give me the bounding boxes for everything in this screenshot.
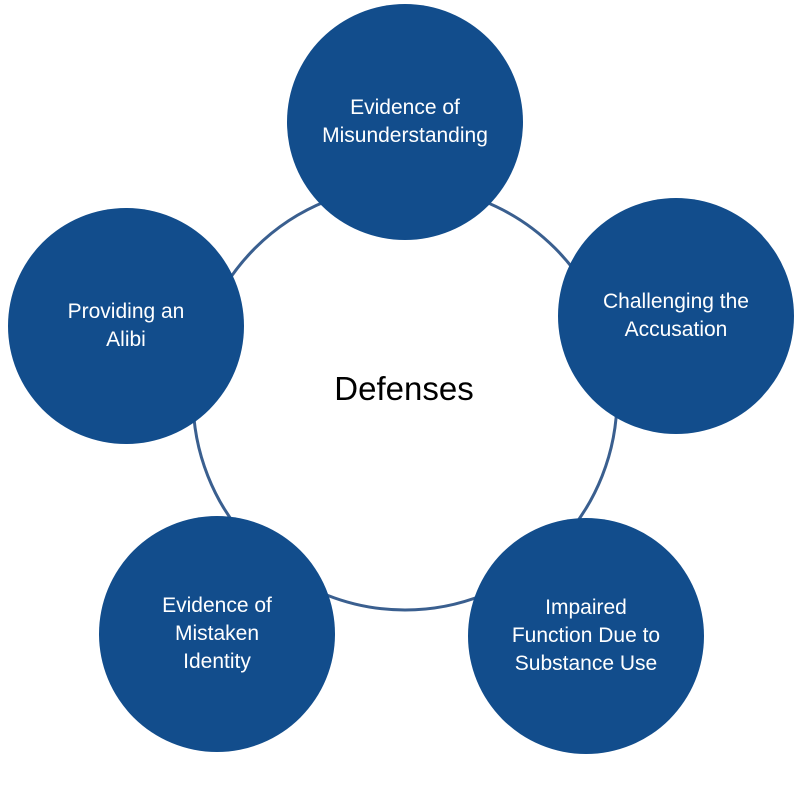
node-providing-an-alibi: Providing an Alibi bbox=[8, 208, 244, 444]
center-label: Defenses bbox=[334, 370, 474, 407]
node-evidence-of-mistaken-identity: Evidence of Mistaken Identity bbox=[99, 516, 335, 752]
node-impaired-function: Impaired Function Due to Substance Use bbox=[468, 518, 704, 754]
node-evidence-of-misunderstanding: Evidence of Misunderstanding bbox=[287, 4, 523, 240]
node-label: Evidence of Misunderstanding bbox=[322, 96, 488, 147]
node-label: Providing an Alibi bbox=[67, 300, 185, 351]
node-challenging-the-accusation: Challenging the Accusation bbox=[558, 198, 794, 434]
node-label: Evidence of Mistaken Identity bbox=[162, 594, 272, 673]
node-label: Challenging the Accusation bbox=[603, 290, 749, 341]
node-label: Impaired Function Due to Substance Use bbox=[511, 596, 661, 675]
